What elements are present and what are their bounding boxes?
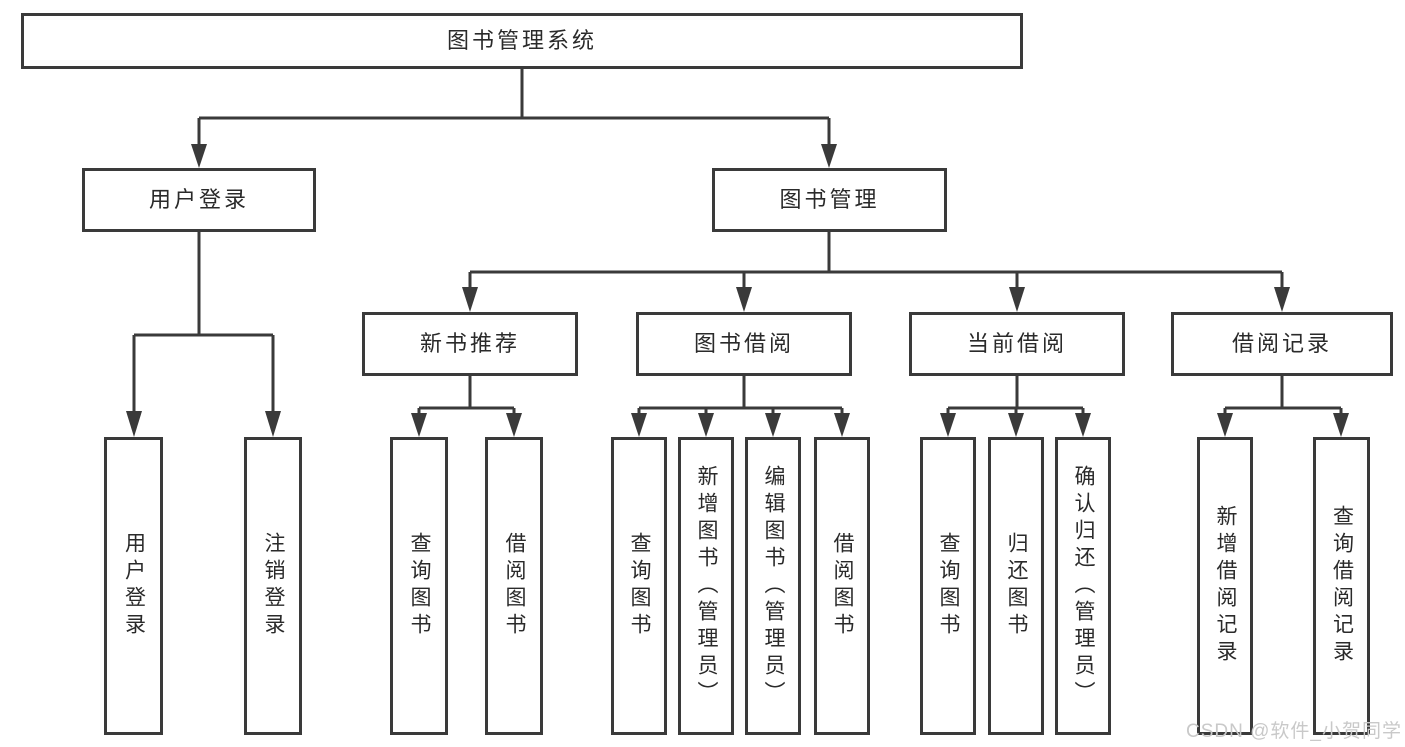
leaf-logout: 注销登录 [244, 437, 302, 735]
leaf-query-book-2: 查询图书 [611, 437, 667, 735]
leaf-query-book-1: 查询图书 [390, 437, 448, 735]
node-book-management-label: 图书管理 [779, 187, 880, 212]
node-root-system: 图书管理系统 [21, 13, 1023, 69]
leaf-confirm-return-admin: 确认归还（管理员） [1055, 437, 1111, 735]
leaf-confirm-return-admin-label: 确认归还（管理员） [1072, 464, 1096, 708]
leaf-return-book-label: 归还图书 [1005, 532, 1029, 640]
leaf-borrow-book-1: 借阅图书 [485, 437, 543, 735]
node-borrowing-records-label: 借阅记录 [1231, 331, 1332, 356]
node-borrowing-records: 借阅记录 [1171, 312, 1393, 376]
node-user-login: 用户登录 [82, 168, 316, 232]
node-user-login-label: 用户登录 [148, 187, 249, 212]
leaf-user-login: 用户登录 [104, 437, 163, 735]
node-new-book-recommend: 新书推荐 [362, 312, 578, 376]
leaf-add-borrow-record-label: 新增借阅记录 [1214, 505, 1238, 667]
node-new-book-recommend-label: 新书推荐 [419, 331, 520, 356]
leaf-user-login-label: 用户登录 [122, 532, 146, 640]
leaf-borrow-book-2: 借阅图书 [814, 437, 870, 735]
leaf-add-book-admin-label: 新增图书（管理员） [695, 464, 719, 708]
leaf-add-borrow-record: 新增借阅记录 [1197, 437, 1253, 735]
leaf-query-book-3-label: 查询图书 [937, 532, 961, 640]
node-current-borrowing: 当前借阅 [909, 312, 1125, 376]
csdn-watermark: CSDN @软件_小贺同学 [1186, 721, 1402, 742]
node-book-management: 图书管理 [712, 168, 947, 232]
leaf-query-book-3: 查询图书 [920, 437, 976, 735]
leaf-query-book-1-label: 查询图书 [408, 532, 432, 640]
leaf-borrow-book-1-label: 借阅图书 [503, 532, 527, 640]
leaf-edit-book-admin: 编辑图书（管理员） [745, 437, 801, 735]
leaf-borrow-book-2-label: 借阅图书 [831, 532, 855, 640]
node-book-borrowing-label: 图书借阅 [693, 331, 794, 356]
node-current-borrowing-label: 当前借阅 [966, 331, 1067, 356]
leaf-logout-label: 注销登录 [262, 532, 286, 640]
leaf-query-book-2-label: 查询图书 [628, 532, 652, 640]
leaf-query-borrow-record: 查询借阅记录 [1313, 437, 1370, 735]
leaf-edit-book-admin-label: 编辑图书（管理员） [762, 464, 786, 708]
node-book-borrowing: 图书借阅 [636, 312, 852, 376]
leaf-return-book: 归还图书 [988, 437, 1044, 735]
leaf-query-borrow-record-label: 查询借阅记录 [1330, 505, 1354, 667]
leaf-add-book-admin: 新增图书（管理员） [678, 437, 734, 735]
node-root-system-label: 图书管理系统 [446, 28, 597, 53]
